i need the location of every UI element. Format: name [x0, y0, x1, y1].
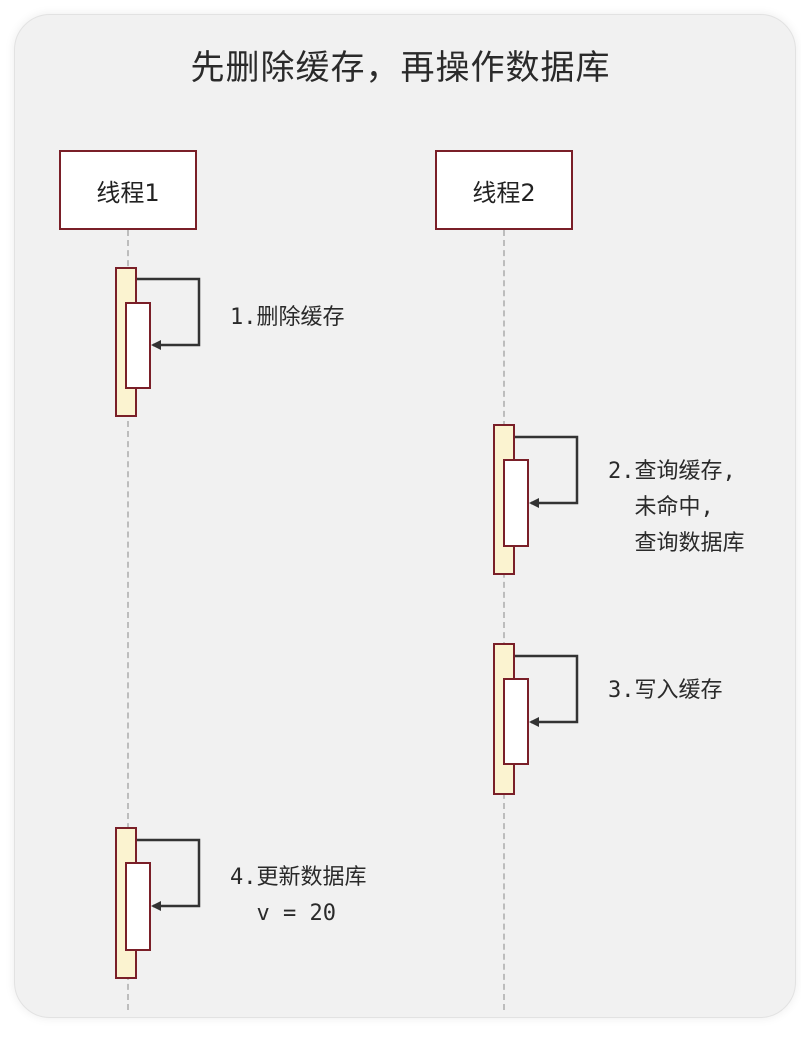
- diagram-title: 先删除缓存，再操作数据库: [190, 48, 611, 88]
- step1-label: 1.删除缓存: [230, 300, 345, 336]
- actor-thread2: 线程2: [435, 150, 573, 230]
- step4-label: 4.更新数据库 v = 20: [230, 860, 367, 932]
- lifeline-thread2: [503, 230, 505, 1010]
- self-message-arrow-step2: [515, 435, 579, 508]
- self-message-arrow-step1: [137, 277, 201, 350]
- step2-label-line1: 2.查询缓存,: [608, 459, 736, 484]
- activation-bar-inner-step2: [503, 459, 529, 547]
- step3-label-line1: 3.写入缓存: [608, 678, 723, 703]
- actor-thread1: 线程1: [59, 150, 197, 230]
- activation-bar-inner-step3: [503, 678, 529, 765]
- step2-label: 2.查询缓存, 未命中, 查询数据库: [608, 454, 745, 562]
- lifeline-thread1: [127, 230, 129, 1010]
- step2-label-line3: 查询数据库: [608, 531, 745, 556]
- step1-label-line1: 1.删除缓存: [230, 305, 345, 330]
- activation-bar-inner-step4: [125, 862, 151, 951]
- step4-label-line2: v = 20: [230, 901, 336, 926]
- self-message-arrow-step4: [137, 838, 201, 911]
- self-message-arrow-step3: [515, 654, 579, 727]
- activation-bar-inner-step1: [125, 302, 151, 389]
- step3-label: 3.写入缓存: [608, 673, 723, 709]
- step4-label-line1: 4.更新数据库: [230, 865, 367, 890]
- step2-label-line2: 未命中,: [608, 495, 714, 520]
